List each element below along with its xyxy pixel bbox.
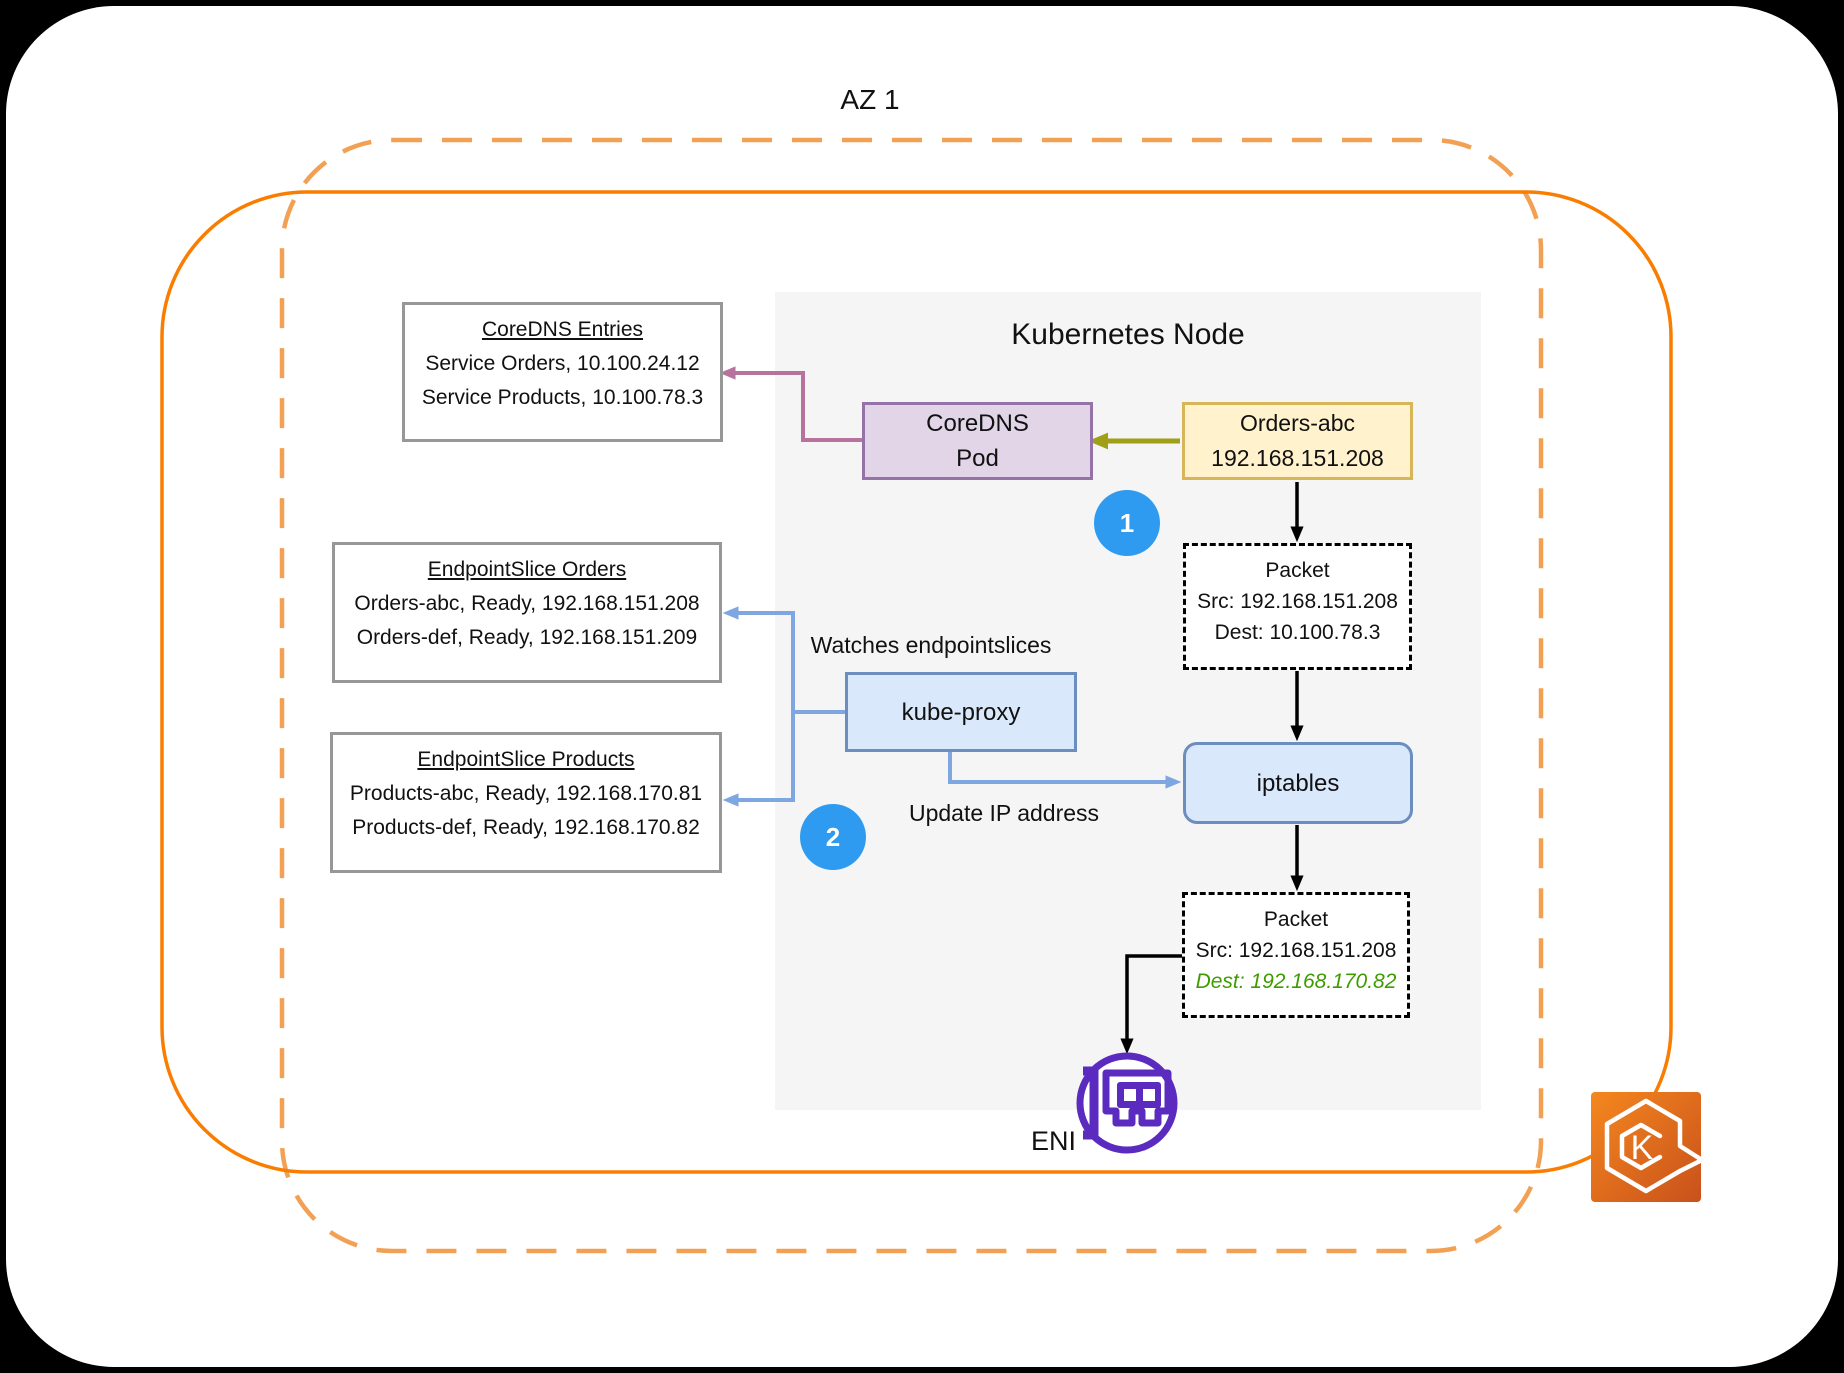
az-label: AZ 1 <box>840 84 900 115</box>
step-2-badge: 2 <box>800 804 866 870</box>
coredns-entry-orders: Service Orders, 10.100.24.12 <box>425 352 700 375</box>
coredns-pod-name: CoreDNS <box>926 410 1029 437</box>
iptables-label: iptables <box>1256 769 1340 797</box>
endpointslice-products-title: EndpointSlice Products <box>417 748 635 771</box>
coredns-entries-box: CoreDNS Entries Service Orders, 10.100.2… <box>402 302 723 442</box>
packet-before-dest: Dest: 10.100.78.3 <box>1214 621 1381 644</box>
orders-pod-box: Orders-abc 192.168.151.208 <box>1182 402 1413 480</box>
coredns-pod-box: CoreDNS Pod <box>862 402 1093 480</box>
endpointslice-products-entry-1: Products-abc, Ready, 192.168.170.81 <box>349 782 703 805</box>
kube-proxy-label: kube-proxy <box>901 698 1021 726</box>
cluster-solid-boundary <box>160 190 1673 1174</box>
endpointslice-orders-entry-2: Orders-def, Ready, 192.168.151.209 <box>356 626 698 649</box>
orders-pod-ip: 192.168.151.208 <box>1211 445 1384 471</box>
packet-before-title: Packet <box>1265 559 1330 582</box>
packet-after-title: Packet <box>1263 908 1329 931</box>
arrow-kubeproxy-to-endpointslice-orders <box>722 606 845 714</box>
az-dashed-boundary <box>279 137 1544 1254</box>
kube-proxy-box: kube-proxy <box>845 672 1077 752</box>
endpointslice-products-entry-2: Products-def, Ready, 192.168.170.82 <box>352 816 700 839</box>
packet-before-box: Packet Src: 192.168.151.208 Dest: 10.100… <box>1183 543 1412 670</box>
endpointslice-orders-box: EndpointSlice Orders Orders-abc, Ready, … <box>332 542 722 683</box>
arrow-coredns-pod-to-entries <box>719 366 862 442</box>
eks-kubernetes-icon: K <box>1591 1092 1705 1202</box>
update-ip-address-label: Update IP address <box>908 800 1100 826</box>
packet-after-dest: Dest: 192.168.170.82 <box>1195 970 1397 993</box>
arrow-kubeproxy-to-endpointslice-products <box>722 712 795 807</box>
packet-before-src: Src: 192.168.151.208 <box>1197 590 1398 613</box>
coredns-entries-title: CoreDNS Entries <box>481 318 644 341</box>
arrow-kubeproxy-to-iptables <box>948 752 1182 789</box>
orders-pod-name: Orders-abc <box>1239 410 1356 436</box>
endpointslice-orders-entry-1: Orders-abc, Ready, 192.168.151.208 <box>354 592 700 615</box>
coredns-pod-sub: Pod <box>956 445 999 472</box>
iptables-box: iptables <box>1183 742 1413 824</box>
endpointslice-products-box: EndpointSlice Products Products-abc, Rea… <box>330 732 722 873</box>
watches-endpointslices-label: Watches endpointslices <box>810 632 1052 658</box>
packet-after-box: Packet Src: 192.168.151.208 Dest: 192.16… <box>1182 892 1410 1018</box>
coredns-entry-products: Service Products, 10.100.78.3 <box>421 386 704 409</box>
endpointslice-orders-title: EndpointSlice Orders <box>427 558 627 581</box>
packet-after-src: Src: 192.168.151.208 <box>1195 939 1397 962</box>
eni-label: ENI <box>1030 1126 1076 1156</box>
kubernetes-node-title: Kubernetes Node <box>1011 318 1245 351</box>
eni-icon <box>1076 1052 1178 1154</box>
step-1-badge: 1 <box>1094 490 1160 556</box>
arrow-packet-to-eni <box>1120 954 1183 1055</box>
eks-letter: K <box>1631 1129 1654 1167</box>
